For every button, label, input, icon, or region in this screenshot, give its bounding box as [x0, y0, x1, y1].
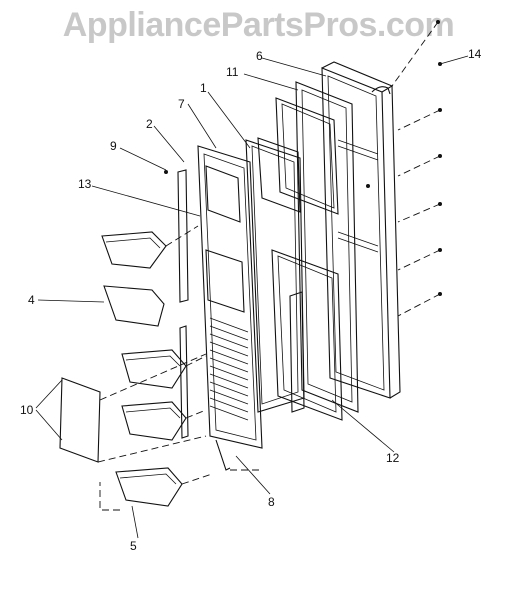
callout-5: 5 — [130, 539, 137, 553]
inner-door-liner — [197, 145, 263, 471]
leader-lines — [35, 55, 469, 539]
callout-11: 11 — [226, 65, 239, 79]
callout-labels: 1 2 4 5 6 7 8 9 10 11 12 13 14 — [20, 47, 482, 553]
door-gasket — [295, 81, 359, 413]
outer-door-panel — [321, 61, 401, 399]
lower-panel — [271, 249, 343, 421]
door-bin-guard — [103, 285, 165, 327]
callout-9: 9 — [110, 139, 117, 153]
door-bin-upper — [101, 231, 167, 269]
callout-7: 7 — [178, 97, 185, 111]
door-bin-lower — [121, 401, 187, 441]
door-bin-bottom — [115, 467, 183, 507]
breaker-strip — [289, 291, 305, 413]
callout-6: 6 — [256, 49, 263, 63]
callout-10: 10 — [20, 403, 34, 417]
assembly-lines — [97, 21, 441, 511]
callout-4: 4 — [28, 293, 35, 307]
callout-13: 13 — [78, 177, 92, 191]
callout-8: 8 — [268, 495, 275, 509]
callout-14: 14 — [468, 47, 482, 61]
upper-panel — [275, 97, 339, 215]
door-bin-mid — [121, 349, 187, 389]
callout-2: 2 — [146, 117, 153, 131]
retainer-bar — [59, 377, 101, 463]
watermark-text: AppliancePartsPros.com — [62, 6, 455, 44]
callout-1: 1 — [200, 81, 207, 95]
callout-12: 12 — [386, 451, 400, 465]
side-trim — [177, 169, 189, 439]
